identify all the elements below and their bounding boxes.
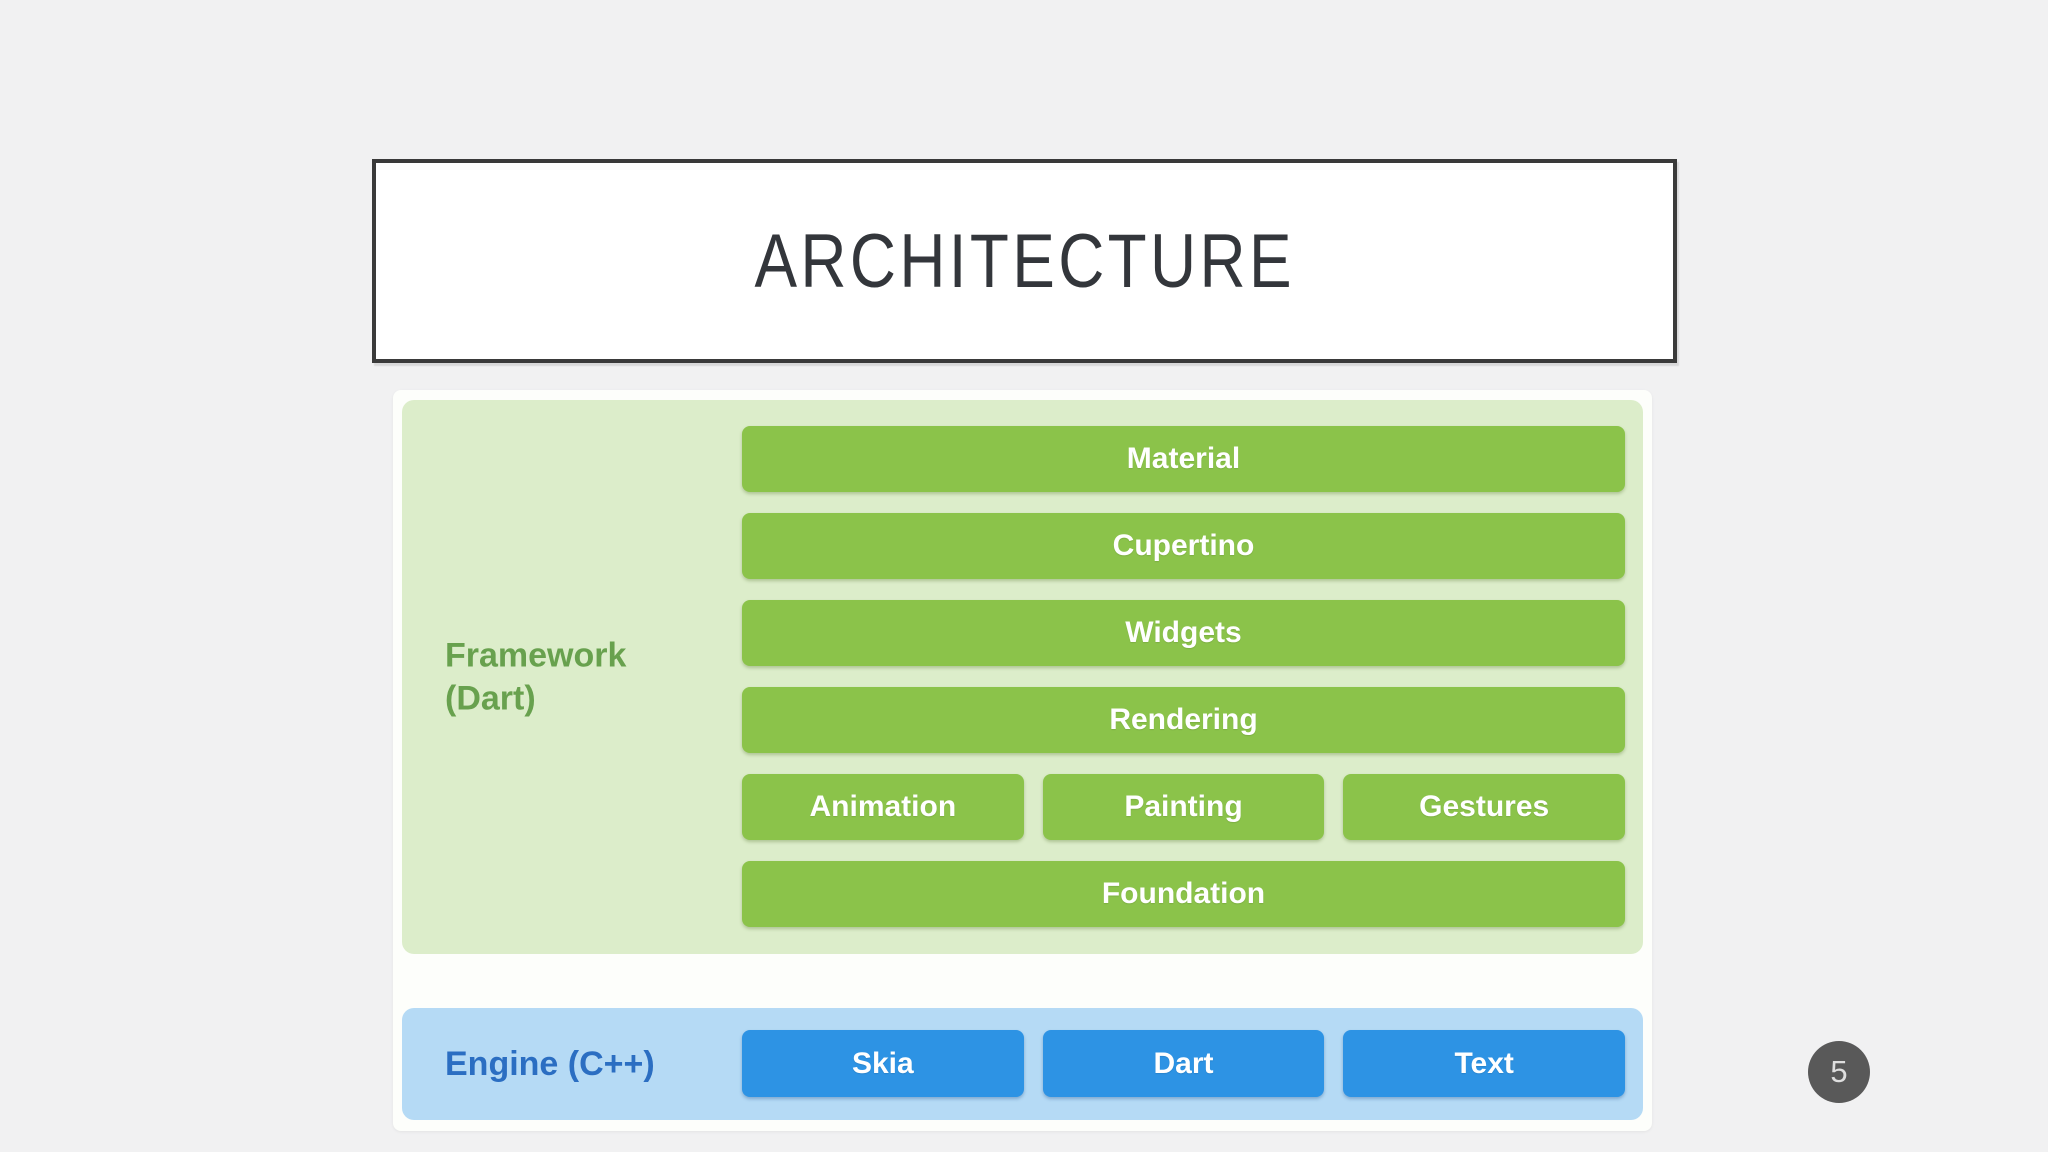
engine-layer-label: Engine (C++) — [445, 1044, 655, 1083]
architecture-diagram: Framework (Dart) Material Cupertino Widg… — [393, 390, 1652, 1131]
page-number-badge: 5 — [1808, 1041, 1870, 1103]
framework-label-line1: Framework — [445, 636, 627, 675]
framework-bar-material: Material — [742, 426, 1625, 492]
framework-label-line2: (Dart) — [445, 679, 536, 717]
engine-bar-skia: Skia — [742, 1030, 1024, 1097]
framework-bar-foundation: Foundation — [742, 861, 1625, 927]
engine-bar-dart: Dart — [1042, 1030, 1325, 1097]
framework-bar-gestures: Gestures — [1343, 774, 1626, 840]
framework-bar-rendering: Rendering — [742, 687, 1625, 753]
framework-bar-widgets: Widgets — [742, 600, 1625, 666]
page-number: 5 — [1830, 1054, 1848, 1089]
framework-bar-cupertino: Cupertino — [742, 513, 1625, 579]
engine-bar-text: Text — [1343, 1030, 1626, 1097]
engine-bars: Skia Dart Text — [742, 1030, 1626, 1097]
framework-bar-animation: Animation — [742, 774, 1024, 840]
slide-title: ARCHITECTURE — [754, 218, 1295, 304]
framework-bar-painting: Painting — [1042, 774, 1325, 840]
framework-layer-label: Framework (Dart) — [445, 635, 626, 720]
engine-layer-panel: Engine (C++) Skia Dart Text — [402, 1008, 1643, 1120]
slide-title-box: ARCHITECTURE — [372, 159, 1677, 363]
framework-bars: Material Cupertino Widgets Rendering Ani… — [742, 426, 1626, 927]
framework-sub-row: Animation Painting Gestures — [742, 774, 1626, 840]
framework-layer-panel: Framework (Dart) Material Cupertino Widg… — [402, 400, 1643, 954]
